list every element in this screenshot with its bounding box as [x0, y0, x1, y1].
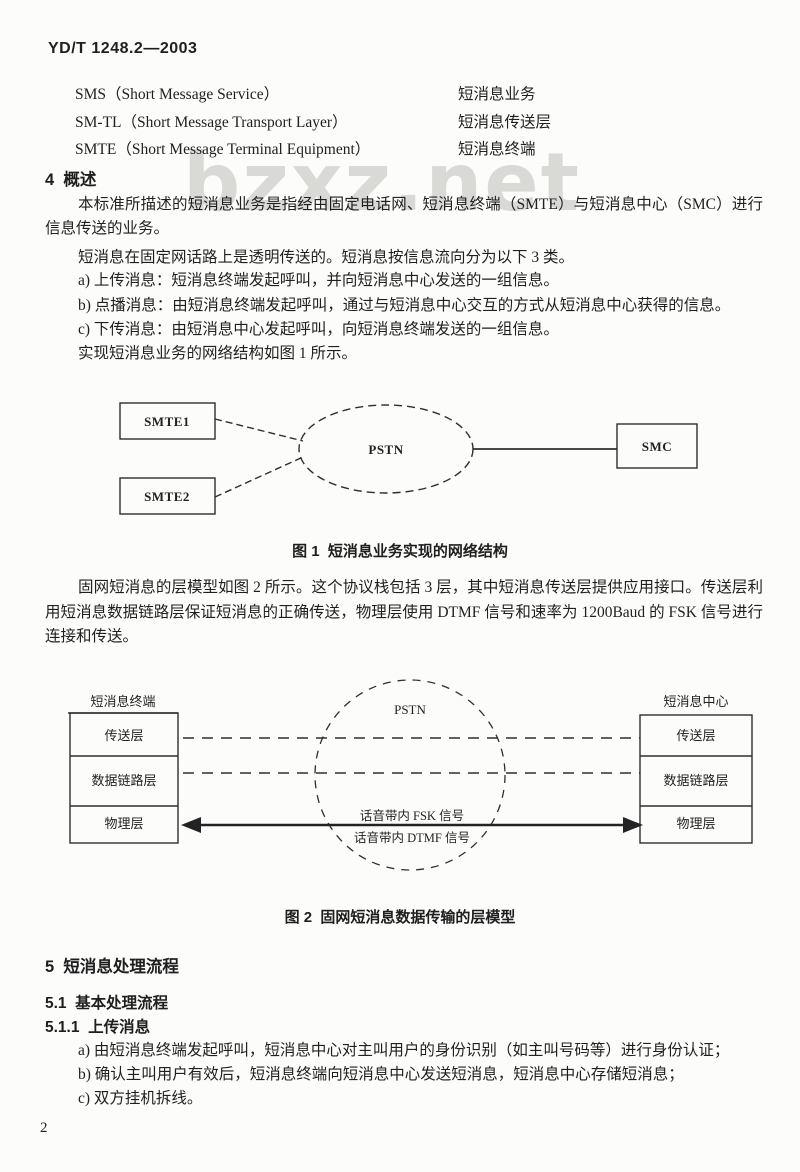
smte2-label: SMTE2	[144, 489, 190, 504]
center-transport-layer: 传送层	[676, 728, 715, 743]
figure-1-caption: 图 1 短消息业务实现的网络结构	[292, 543, 508, 560]
terminal-physical-layer: 物理层	[104, 816, 143, 831]
page-number: 2	[40, 1120, 48, 1136]
center-stack-box	[639, 714, 753, 844]
terminal-title: 短消息终端	[90, 694, 155, 709]
smc-label: SMC	[642, 439, 672, 454]
standard-number-header: YD/T 1248.2—2003	[48, 40, 198, 57]
abbreviation-english: SMS（Short Message Service）	[75, 86, 280, 103]
list-item-c: c) 下传消息：由短消息中心发起呼叫，向短消息终端发送的一组信息。	[78, 321, 559, 338]
paragraph: 固网短消息的层模型如图 2 所示。这个协议栈包括 3 层，其中短消息传送层提供应…	[45, 579, 763, 645]
smte1-box	[119, 402, 216, 440]
site-watermark: bzxz.net	[183, 136, 581, 229]
arrowhead-right	[623, 817, 643, 833]
list-item-a: a) 由短消息终端发起呼叫，短消息中心对主叫用户的身份识别（如主叫号码等）进行身…	[78, 1042, 730, 1059]
list-item-a: a) 上传消息：短消息终端发起呼叫，并向短消息中心发送的一组信息。	[78, 272, 559, 289]
section-4-heading: 4 概述	[45, 171, 97, 189]
abbreviation-english: SMTE（Short Message Terminal Equipment）	[75, 141, 371, 158]
smte1-label: SMTE1	[144, 414, 190, 429]
pstn-label: PSTN	[368, 442, 403, 457]
abbreviation-chinese: 短消息业务	[458, 86, 536, 103]
smte2-pstn-link	[214, 456, 304, 498]
abbreviation-chinese: 短消息终端	[458, 141, 536, 158]
list-item-c: c) 双方挂机拆线。	[78, 1090, 203, 1107]
center-datalink-layer: 数据链路层	[663, 773, 728, 788]
list-item-b: b) 点播消息：由短消息终端发起呼叫，通过与短消息中心交互的方式从短消息中心获得…	[78, 297, 731, 314]
figure-1-network-diagram: SMTE1 SMTE2 PSTN SMC	[119, 402, 698, 515]
fsk-signal-label: 话音带内 FSK 信号	[360, 808, 464, 823]
terminal-stack-box	[69, 712, 179, 844]
paragraph: 本标准所描述的短消息业务是指经由固定电话网、短消息终端（SMTE）与短消息中心（…	[45, 196, 763, 237]
figure-2-layer-model-diagram: PSTN 短消息终端 传送层 数据链路层 物理层 短消息中心 传送层 数据链路层…	[68, 679, 753, 871]
section-5-1-heading: 5.1 基本处理流程	[45, 995, 169, 1012]
abbreviation-english: SM-TL（Short Message Transport Layer）	[75, 114, 348, 131]
terminal-transport-layer: 传送层	[104, 728, 143, 743]
arrowhead-left	[181, 817, 201, 833]
dtmf-signal-label: 话音带内 DTMF 信号	[354, 830, 470, 845]
list-item-b: b) 确认主叫用户有效后，短消息终端向短消息中心发送短消息，短消息中心存储短消息…	[78, 1066, 684, 1083]
paragraph: 短消息在固定网话路上是透明传送的。短消息按信息流向分为以下 3 类。	[78, 249, 575, 266]
section-5-1-1-heading: 5.1.1 上传消息	[45, 1019, 151, 1036]
pstn-label: PSTN	[394, 702, 426, 717]
terminal-datalink-layer: 数据链路层	[91, 773, 156, 788]
section-5-heading: 5 短消息处理流程	[45, 958, 179, 976]
smte1-pstn-link	[214, 418, 304, 442]
paragraph: 实现短消息业务的网络结构如图 1 所示。	[78, 345, 358, 362]
smte2-box	[119, 477, 216, 515]
pstn-dashed-circle	[314, 679, 506, 871]
center-title: 短消息中心	[663, 694, 728, 709]
center-physical-layer: 物理层	[676, 816, 715, 831]
abbreviation-chinese: 短消息传送层	[458, 114, 552, 131]
figure-2-caption: 图 2 固网短消息数据传输的层模型	[284, 909, 516, 926]
smc-box	[616, 423, 698, 469]
